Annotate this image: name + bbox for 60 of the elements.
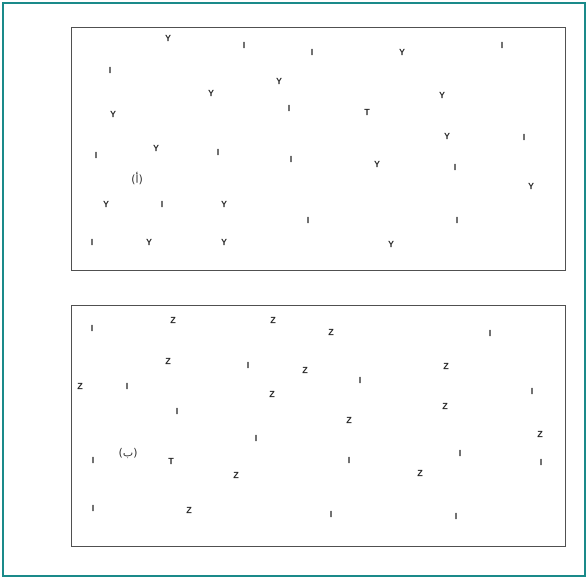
- letter: I: [459, 450, 461, 456]
- letter: I: [456, 216, 458, 224]
- letter: I: [255, 434, 257, 442]
- letter: Y: [276, 78, 282, 84]
- letter: Z: [538, 430, 542, 438]
- letter: I: [348, 456, 350, 464]
- letter: I: [243, 42, 245, 48]
- letter: Z: [302, 366, 308, 374]
- letter: Y: [165, 34, 171, 42]
- letter: I: [109, 66, 111, 74]
- letter: Z: [234, 472, 238, 478]
- letter: Z: [270, 316, 276, 324]
- letter: Y: [153, 144, 159, 152]
- letter: I: [161, 200, 163, 208]
- letter: I: [247, 362, 249, 368]
- letter: I: [531, 388, 533, 394]
- letter: Z: [166, 358, 170, 364]
- letter: Z: [270, 390, 274, 398]
- letter: Z: [442, 402, 448, 410]
- letter: Y: [221, 238, 227, 246]
- letter: I: [330, 510, 332, 518]
- letter: Y: [439, 92, 445, 98]
- letter: I: [489, 330, 491, 336]
- letter: I: [454, 164, 456, 170]
- letter: T: [168, 458, 174, 464]
- letter: Z: [186, 506, 192, 514]
- letter: Z: [418, 470, 422, 476]
- letter: I: [126, 382, 128, 390]
- letter: Z: [78, 382, 82, 390]
- letter: Y: [110, 110, 116, 118]
- letter: T: [364, 108, 370, 116]
- letter: Z: [444, 362, 448, 370]
- letter: Y: [221, 200, 227, 208]
- letter: Y: [528, 182, 534, 190]
- letter: I: [217, 148, 219, 156]
- letter: I: [91, 238, 93, 246]
- letter: Y: [399, 48, 405, 56]
- letter: I: [92, 504, 94, 512]
- letter: I: [95, 152, 97, 158]
- letter: Y: [444, 132, 450, 140]
- letter: Y: [146, 238, 152, 246]
- letter: I: [455, 512, 457, 520]
- letter: I: [311, 48, 313, 56]
- letter: Z: [170, 316, 176, 324]
- letter: Z: [346, 416, 352, 424]
- letter: I: [523, 134, 525, 140]
- letter: I: [290, 156, 292, 162]
- letter: Y: [374, 160, 380, 168]
- letter: Z: [328, 328, 334, 336]
- letter: Y: [103, 200, 109, 208]
- letter: I: [91, 324, 93, 332]
- letter: I: [540, 458, 542, 466]
- letter: Y: [388, 240, 394, 248]
- letter: I: [288, 104, 290, 112]
- letter: I: [359, 376, 361, 384]
- letter: I: [307, 216, 309, 224]
- letter: I: [501, 42, 503, 48]
- letter: I: [176, 408, 178, 414]
- letter: Y: [208, 90, 214, 96]
- letter: I: [92, 456, 94, 464]
